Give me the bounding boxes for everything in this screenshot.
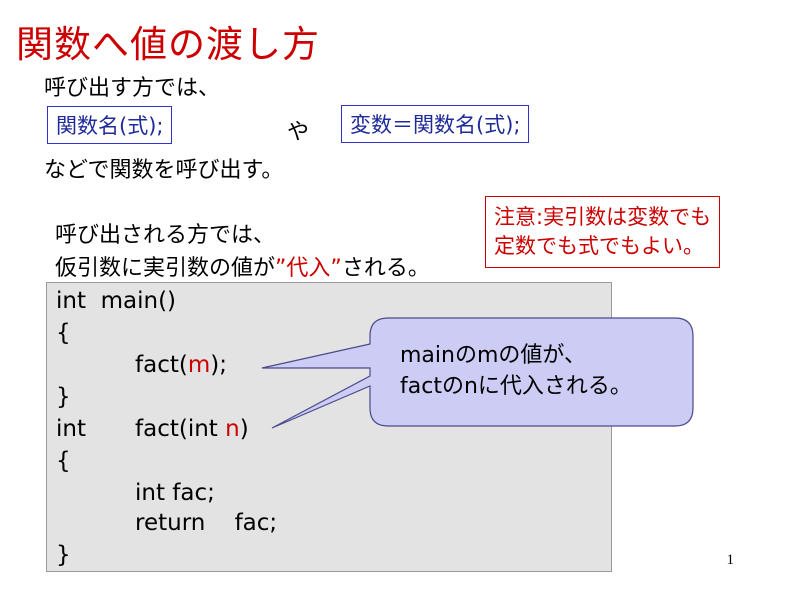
- code-line-fact-call: fact(m);: [135, 352, 227, 378]
- or-text: や: [287, 120, 310, 145]
- code-line-main: int main(): [56, 288, 177, 314]
- slide-title: 関数へ値の渡し方: [16, 23, 320, 66]
- callout-line-2: factのnに代入される。: [400, 374, 632, 399]
- code-fact-call-post: );: [210, 352, 227, 378]
- code-line-int-fac: int fac;: [135, 480, 215, 506]
- callee-text-post: される。: [341, 256, 430, 281]
- intro-text: 呼び出す方では、: [44, 76, 221, 101]
- code-block: [46, 282, 612, 572]
- callee-description: 仮引数に実引数の値が”代入”される。: [55, 250, 430, 282]
- code-line-return: return fac;: [135, 510, 278, 536]
- callout-line-1: mainのmの値が、: [400, 343, 586, 368]
- code-fact-def-pre: fact(int: [135, 416, 226, 442]
- call-description: などで関数を呼び出す。: [44, 158, 284, 183]
- code-line-int: int: [56, 416, 86, 442]
- note-line-1: 注意:実引数は変数でも: [494, 205, 712, 229]
- assign-emphasis: ”代入”: [275, 256, 342, 281]
- example-assign-box: 変数＝関数名(式);: [341, 105, 530, 143]
- code-line-fact-def: fact(int n): [135, 416, 249, 442]
- note-line-2: 定数でも式でもよい。: [494, 234, 704, 258]
- callout-text: mainのmの値が、 factのnに代入される。: [400, 340, 632, 402]
- code-arg-m: m: [187, 352, 211, 378]
- note-box: 注意:実引数は変数でも 定数でも式でもよい。: [485, 196, 721, 268]
- example-call-box: 関数名(式);: [47, 106, 173, 144]
- code-line-close-brace: }: [56, 384, 71, 410]
- code-fact-def-post: ): [239, 416, 249, 442]
- callee-text-pre: 仮引数に実引数の値が: [55, 256, 276, 281]
- page-number: 1: [726, 552, 735, 568]
- code-fact-call-pre: fact(: [135, 352, 188, 378]
- code-param-n: n: [225, 416, 240, 442]
- code-line-close-brace-2: }: [56, 542, 71, 568]
- code-line-open-brace: {: [56, 320, 71, 346]
- code-line-open-brace-2: {: [56, 448, 71, 474]
- callee-heading: 呼び出される方では、: [55, 223, 276, 248]
